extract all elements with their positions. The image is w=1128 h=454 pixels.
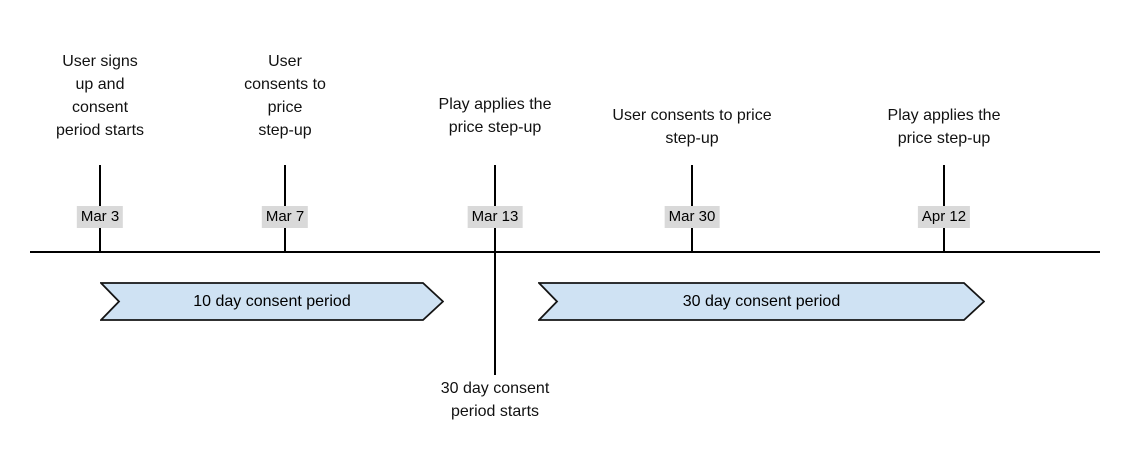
event-label-signup: User signs up and consent period starts	[55, 53, 145, 139]
date-badge-apr-12: Apr 12	[917, 206, 971, 228]
period-banner-label: 10 day consent period	[193, 292, 351, 310]
tick-mar-13-below-axis	[494, 252, 496, 375]
timeline-axis	[30, 251, 1100, 253]
date-badge-mar-7: Mar 7	[261, 206, 309, 228]
date-badge-mar-13: Mar 13	[467, 206, 523, 228]
event-label-apply-2: Play applies the price step-up	[887, 107, 1001, 147]
event-label-consent-1: User consents to price step-up	[244, 53, 326, 139]
period-banner-10-day: 10 day consent period	[100, 282, 444, 321]
chevron-banner-shape	[100, 282, 444, 321]
note-30-day-period-starts: 30 day consent period starts	[440, 380, 550, 420]
event-label-apply-1: Play applies the price step-up	[438, 96, 552, 136]
event-label-consent-2: User consents to price step-up	[612, 107, 772, 147]
period-banner-label: 30 day consent period	[682, 292, 841, 310]
date-badge-mar-3: Mar 3	[76, 206, 124, 228]
period-banner-30-day: 30 day consent period	[538, 282, 985, 321]
date-badge-mar-30: Mar 30	[664, 206, 720, 228]
chevron-banner-shape	[538, 282, 985, 321]
